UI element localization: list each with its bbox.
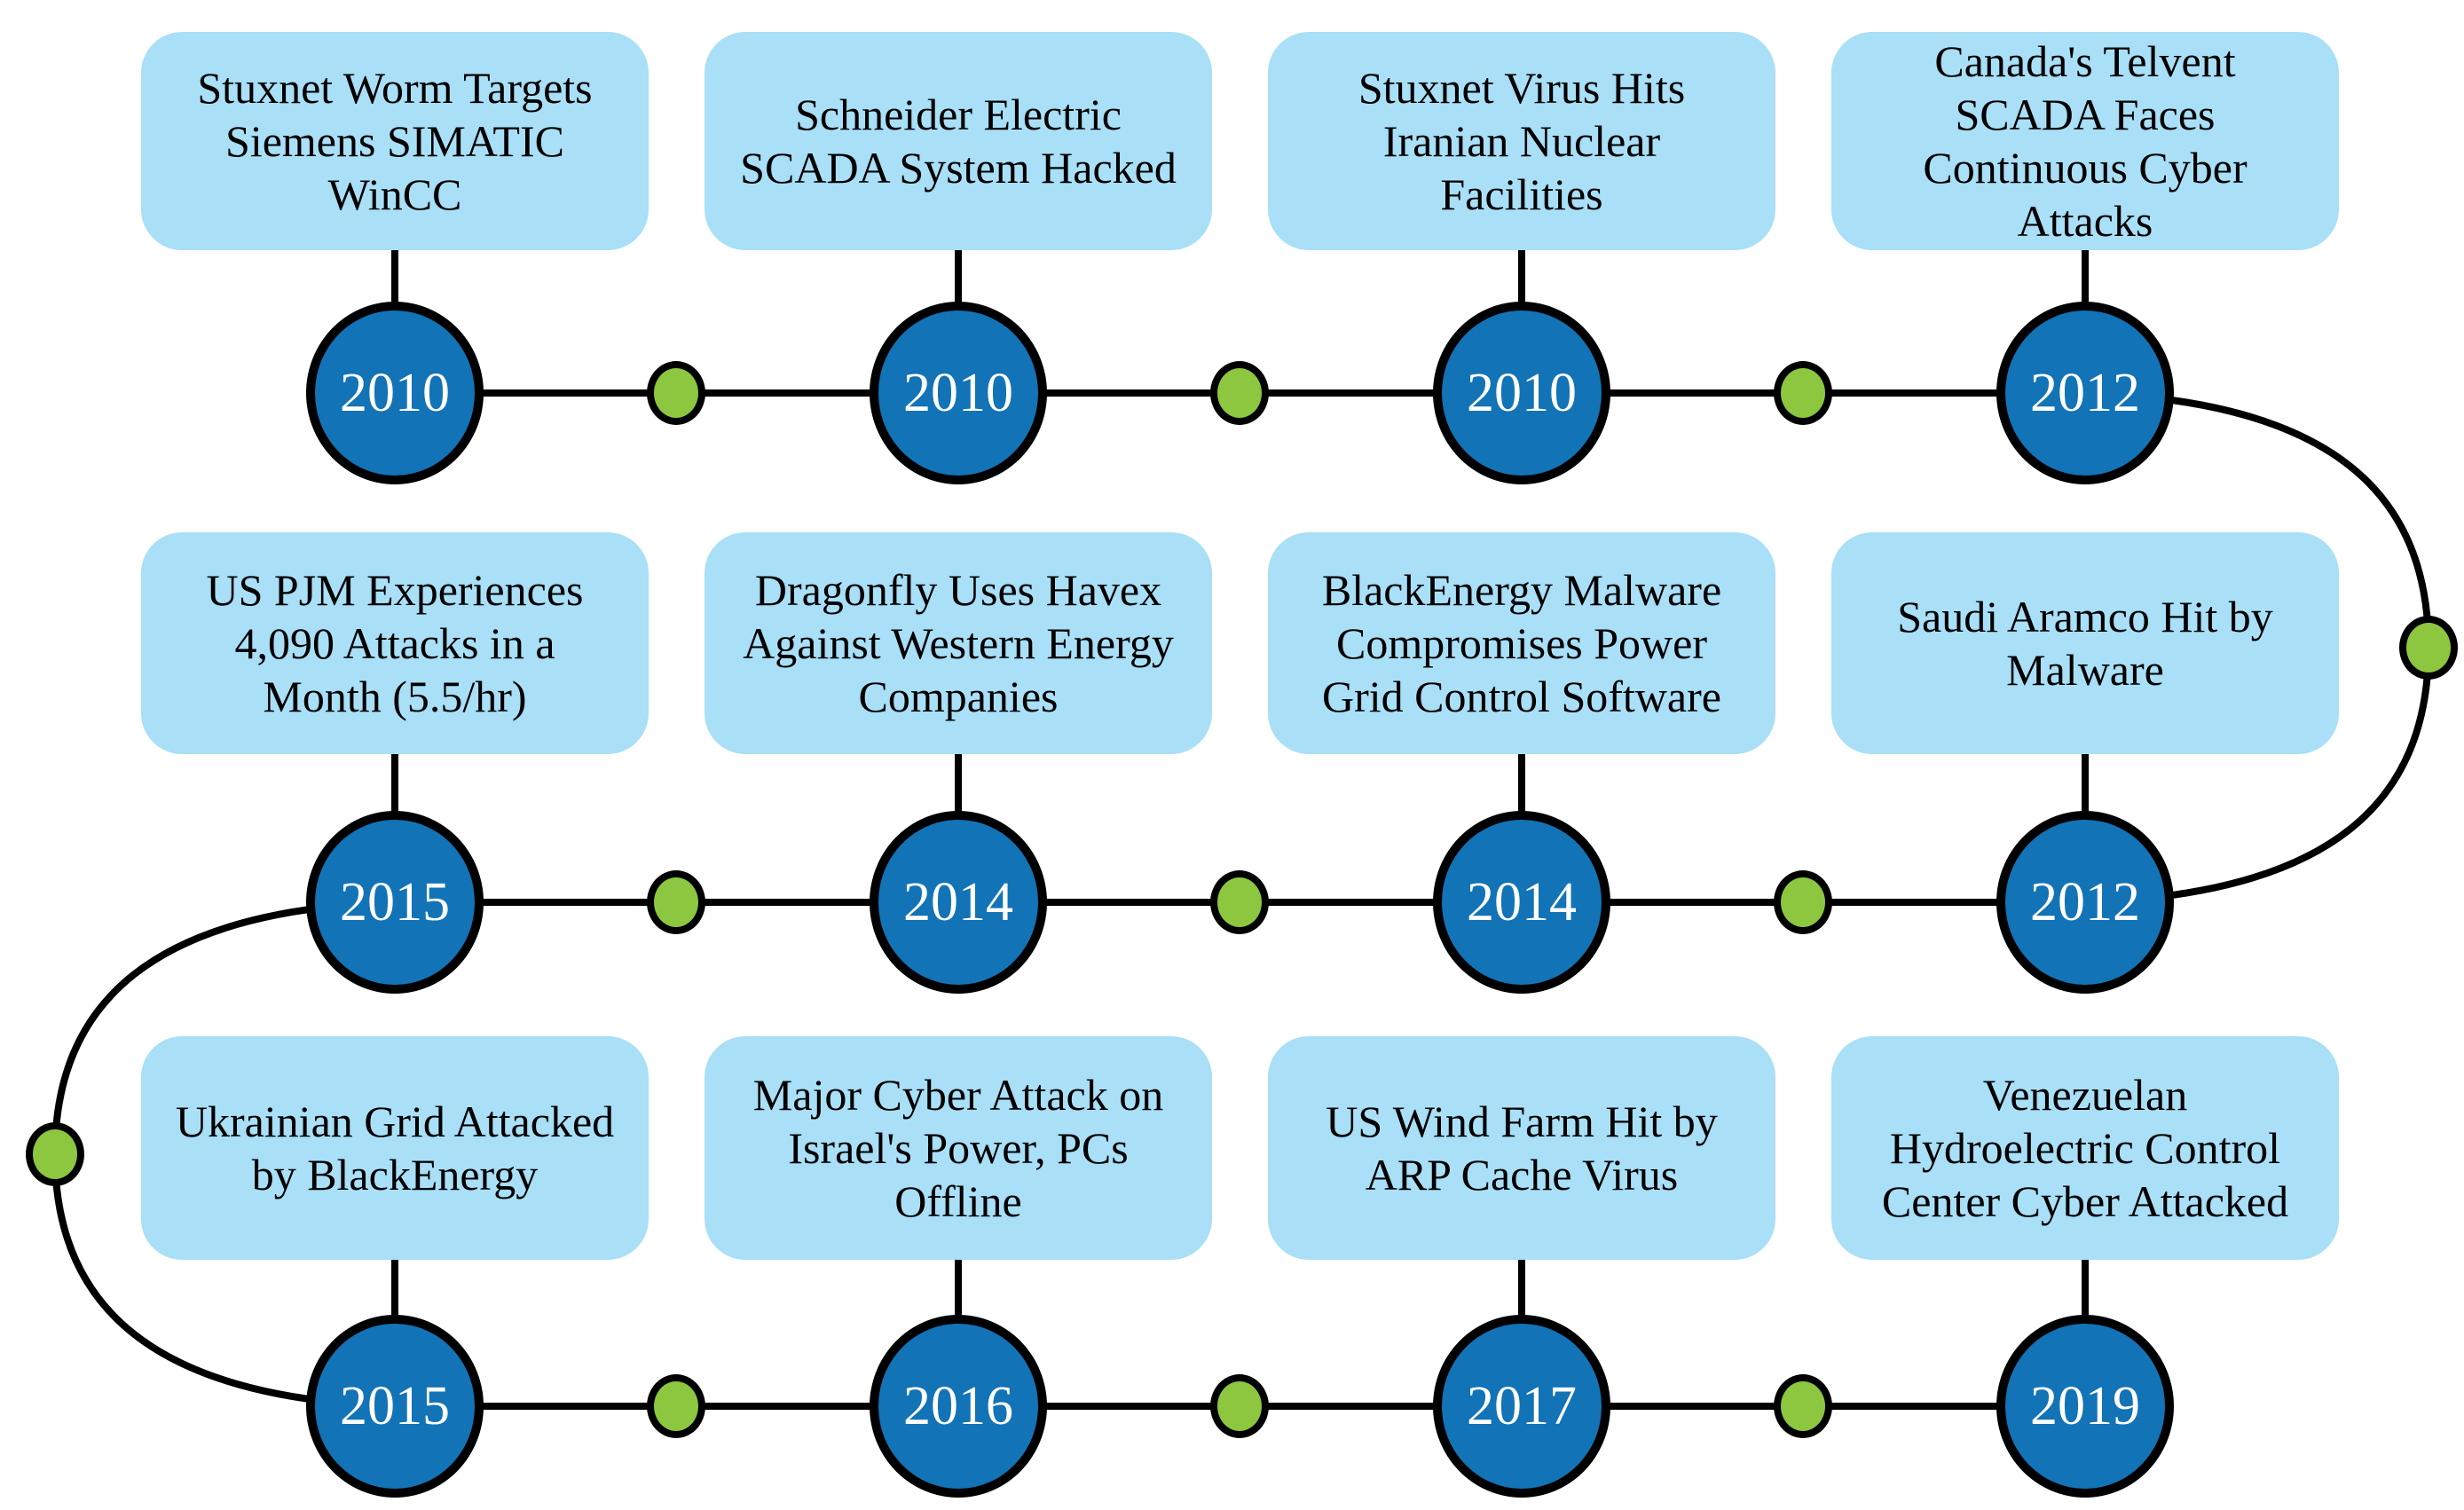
connector-dot-right-curve [2399,616,2458,680]
year-circle-2017: 2017 [1433,1315,1610,1498]
year-label: 2015 [340,1376,450,1436]
year-label: 2016 [903,1376,1013,1436]
event-box-ukraine: Ukrainian Grid Attacked by BlackEnergy [141,1036,649,1260]
year-circle-2015-b: 2015 [306,1315,484,1498]
event-box-aramco: Saudi Aramco Hit by Malware [1831,532,2339,754]
event-title: US Wind Farm Hit by ARP Cache Virus [1326,1097,1718,1199]
connector-dot [1210,870,1269,934]
event-box-windfarm: US Wind Farm Hit by ARP Cache Virus [1268,1036,1775,1260]
event-title: Venezuelan Hydroelectric Control Center … [1881,1070,2289,1226]
connector-dot [647,1374,705,1438]
year-circle-2010-c: 2010 [1433,302,1610,484]
event-title: Schneider Electric SCADA System Hacked [740,90,1177,193]
year-label: 2010 [903,363,1013,423]
year-label: 2010 [340,363,450,423]
event-title: Stuxnet Worm Targets Siemens SIMATIC Win… [197,63,593,219]
year-label: 2015 [340,872,450,932]
event-title: Saudi Aramco Hit by Malware [1897,592,2273,695]
connector-dot [1774,870,1832,934]
event-box-blackenergy: BlackEnergy Malware Compromises Power Gr… [1268,532,1775,754]
connector-dot-left-curve [26,1122,84,1186]
event-title: US PJM Experiences 4,090 Attacks in a Mo… [206,565,584,721]
event-title: Ukrainian Grid Attacked by BlackEnergy [175,1097,615,1199]
connector-dot [1774,361,1832,425]
year-label: 2019 [2030,1376,2140,1436]
event-title: Canada's Telvent SCADA Faces Continuous … [1923,36,2248,246]
connector-dot [1210,361,1269,425]
year-label: 2012 [2030,872,2140,932]
event-box-pjm: US PJM Experiences 4,090 Attacks in a Mo… [141,532,649,754]
event-box-stuxnet-iran: Stuxnet Virus Hits Iranian Nuclear Facil… [1268,32,1775,250]
year-label: 2014 [1467,872,1577,932]
year-circle-2019: 2019 [1996,1315,2174,1498]
year-circle-2012-b: 2012 [1996,811,2174,994]
event-title: Stuxnet Virus Hits Iranian Nuclear Facil… [1358,63,1686,219]
year-label: 2012 [2030,363,2140,423]
connector-dot [1774,1374,1832,1438]
event-box-dragonfly: Dragonfly Uses Havex Against Western Ene… [705,532,1212,754]
year-circle-2015-a: 2015 [306,811,484,994]
event-box-venezuela: Venezuelan Hydroelectric Control Center … [1831,1036,2339,1260]
year-circle-2014-a: 2014 [870,811,1047,994]
connector-dot [647,870,705,934]
year-circle-2010-b: 2010 [870,302,1047,484]
connector-dot [1210,1374,1269,1438]
event-title: Dragonfly Uses Havex Against Western Ene… [743,565,1174,721]
connector-dot [647,361,705,425]
year-label: 2010 [1467,363,1577,423]
year-circle-2016: 2016 [870,1315,1047,1498]
year-circle-2014-b: 2014 [1433,811,1610,994]
year-label: 2014 [903,872,1013,932]
event-title: Major Cyber Attack on Israel's Power, PC… [752,1070,1164,1226]
year-circle-2012-a: 2012 [1996,302,2174,484]
event-title: BlackEnergy Malware Compromises Power Gr… [1321,565,1722,721]
event-box-stuxnet-wincc: Stuxnet Worm Targets Siemens SIMATIC Win… [141,32,649,250]
event-box-schneider: Schneider Electric SCADA System Hacked [705,32,1212,250]
year-circle-2010-a: 2010 [306,302,484,484]
year-label: 2017 [1467,1376,1577,1436]
event-box-telvent: Canada's Telvent SCADA Faces Continuous … [1831,32,2339,250]
event-box-israel: Major Cyber Attack on Israel's Power, PC… [705,1036,1212,1260]
